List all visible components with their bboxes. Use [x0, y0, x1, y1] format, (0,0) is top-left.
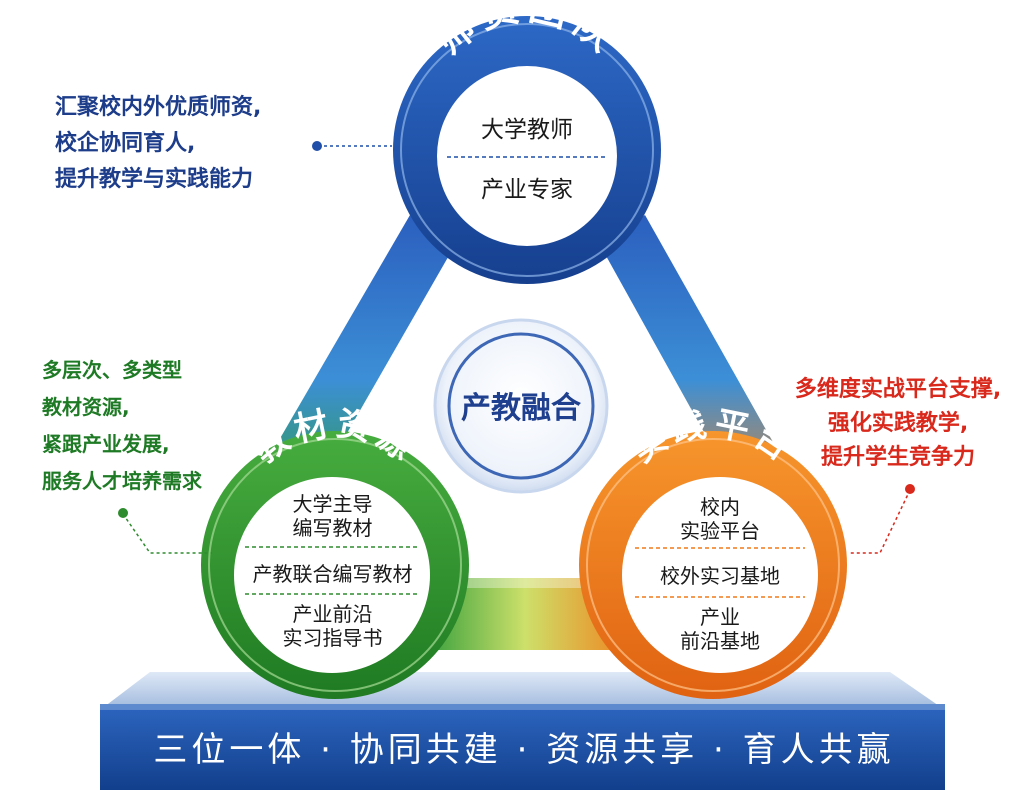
center-label: 产教融合: [461, 391, 581, 426]
left-item-1: 大学主导 编写教材: [292, 492, 373, 540]
right-item-3: 产业 前沿基地: [680, 605, 760, 653]
top-left-note-line-3: 提升教学与实践能力: [55, 167, 254, 192]
center-circle-ring: [447, 332, 595, 480]
top-note-dot: [312, 141, 322, 151]
top-left-note-line-2: 校企协同育人,: [55, 131, 196, 156]
left-note-line-1: 多层次、多类型: [42, 358, 182, 382]
right-note: 多维度实战平台支撑, 强化实践教学, 提升学生竞争力: [762, 373, 1034, 475]
top-left-note: 汇聚校内外优质师资, 校企协同育人, 提升教学与实践能力: [55, 90, 261, 198]
top-circle-inner: [437, 66, 617, 246]
right-circle-inner: [622, 477, 818, 673]
left-note-dot: [118, 508, 128, 518]
right-item-2: 校外实习基地: [660, 564, 780, 588]
top-item-2: 产业专家: [481, 177, 573, 203]
top-item-1: 大学教师: [481, 117, 573, 143]
right-note-dot: [905, 484, 915, 494]
left-note-line-3: 紧跟产业发展,: [42, 432, 170, 456]
banner-background: [100, 704, 945, 790]
left-note-line-4: 服务人才培养需求: [42, 469, 202, 493]
left-note-connector: [122, 513, 212, 554]
left-item-3: 产业前沿 实习指导书: [282, 602, 383, 650]
bottom-arm-highlight: [420, 578, 630, 588]
banner-highlight: [100, 704, 945, 710]
right-note-line-2: 强化实践教学,: [827, 411, 969, 436]
right-item-1: 校内 实验平台: [680, 495, 760, 543]
left-item-2: 产教联合编写教材: [252, 562, 413, 586]
right-circle-ring-edge: [586, 438, 840, 692]
left-note-line-2: 教材资源,: [42, 395, 130, 419]
left-note: 多层次、多类型 教材资源, 紧跟产业发展, 服务人才培养需求: [42, 352, 202, 500]
right-note-connector: [850, 489, 911, 554]
center-circle: [433, 318, 609, 494]
left-circle-ring-edge: [208, 438, 462, 692]
top-circle-ring-edge: [400, 23, 654, 277]
top-left-note-line-1: 汇聚校内外优质师资,: [55, 95, 262, 120]
right-note-line-3: 提升学生竞争力: [820, 445, 975, 470]
left-circle-inner: [234, 477, 430, 673]
banner-text: 三位一体 · 协同共建 · 资源共享 · 育人共赢: [153, 729, 895, 770]
right-note-line-1: 多维度实战平台支撑,: [794, 377, 1002, 402]
